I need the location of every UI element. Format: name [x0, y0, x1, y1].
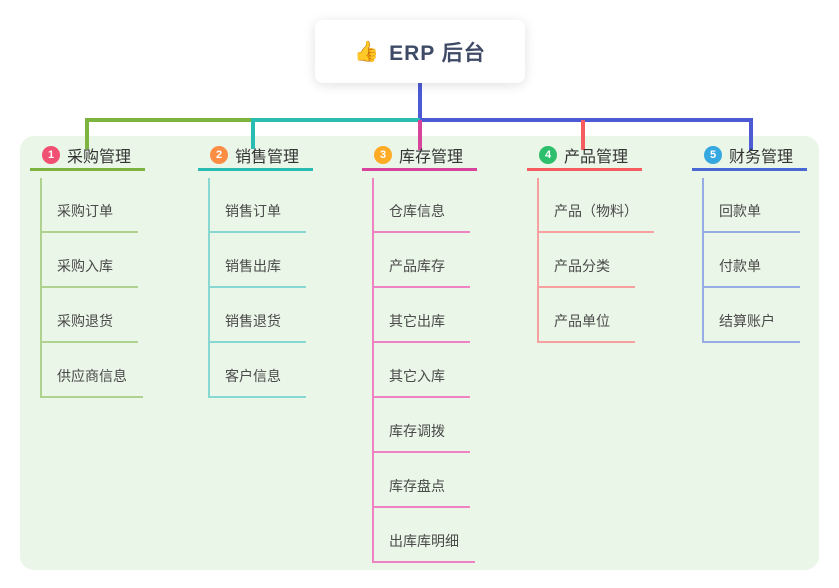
child-node: 销售退货 [210, 288, 306, 343]
child-node: 采购订单 [42, 178, 138, 233]
root-vertical-connector [418, 83, 422, 120]
child-label: 回款单 [719, 203, 761, 219]
child-node: 回款单 [704, 178, 800, 233]
branch-1-header: 1 采购管理 [30, 146, 145, 171]
branch-4-drop-connector [581, 120, 585, 150]
thumbs-up-icon: 👍 [354, 40, 380, 63]
child-label: 采购入库 [57, 258, 113, 274]
child-node: 销售订单 [210, 178, 306, 233]
root-title: ERP 后台 [389, 41, 486, 65]
child-label: 其它入库 [389, 368, 445, 384]
child-node: 产品单位 [539, 288, 635, 343]
trunk-segment-green [85, 118, 253, 122]
child-label: 产品单位 [554, 313, 610, 329]
child-node: 其它出库 [374, 288, 470, 343]
child-label: 产品库存 [389, 258, 445, 274]
child-node: 产品库存 [374, 233, 470, 288]
branch-4-header: 4 产品管理 [527, 146, 642, 171]
child-label: 采购退货 [57, 313, 113, 329]
child-node: 采购入库 [42, 233, 138, 288]
branch-2-title: 销售管理 [235, 149, 300, 166]
child-node: 出库库明细 [374, 508, 475, 563]
child-node: 产品分类 [539, 233, 635, 288]
child-node: 供应商信息 [42, 343, 143, 398]
child-node: 产品（物料） [539, 178, 654, 233]
branch-5-number-badge: 5 [704, 146, 722, 164]
branch-5-drop-connector [749, 118, 753, 151]
mindmap-background-panel [20, 136, 819, 570]
child-label: 出库库明细 [389, 533, 459, 549]
branch-1-children: 采购订单 采购入库 采购退货 供应商信息 [40, 178, 143, 398]
child-label: 其它出库 [389, 313, 445, 329]
branch-3-header: 3 库存管理 [362, 146, 477, 171]
child-label: 仓库信息 [389, 203, 445, 219]
branch-2-number-badge: 2 [210, 146, 228, 164]
branch-4-title: 产品管理 [564, 149, 629, 166]
child-label: 销售退货 [225, 313, 281, 329]
branch-2-children: 销售订单 销售出库 销售退货 客户信息 [208, 178, 306, 398]
child-label: 产品（物料） [554, 203, 638, 219]
branch-4-number-badge: 4 [539, 146, 557, 164]
child-label: 结算账户 [719, 313, 775, 329]
child-node: 库存盘点 [374, 453, 470, 508]
branch-1-number-badge: 1 [42, 146, 60, 164]
branch-5-title: 财务管理 [729, 149, 794, 166]
child-label: 产品分类 [554, 258, 610, 274]
root-node: 👍 ERP 后台 [315, 20, 525, 83]
branch-2-header: 2 销售管理 [198, 146, 313, 171]
child-node: 仓库信息 [374, 178, 470, 233]
child-node: 结算账户 [704, 288, 800, 343]
child-label: 付款单 [719, 258, 761, 274]
child-label: 采购订单 [57, 203, 113, 219]
trunk-segment-blue [420, 118, 753, 122]
child-label: 供应商信息 [57, 368, 127, 384]
branch-5-children: 回款单 付款单 结算账户 [702, 178, 800, 343]
child-node: 付款单 [704, 233, 800, 288]
child-node: 采购退货 [42, 288, 138, 343]
branch-3-title: 库存管理 [399, 149, 464, 166]
trunk-segment-teal [251, 118, 420, 122]
branch-5-header: 5 财务管理 [692, 146, 807, 171]
branch-4-children: 产品（物料） 产品分类 产品单位 [537, 178, 654, 343]
child-node: 库存调拨 [374, 398, 470, 453]
branch-1-drop-connector [85, 118, 89, 149]
branch-2-drop-connector [251, 118, 255, 149]
child-label: 库存调拨 [389, 423, 445, 439]
child-label: 销售出库 [225, 258, 281, 274]
child-node: 销售出库 [210, 233, 306, 288]
child-node: 客户信息 [210, 343, 306, 398]
branch-3-drop-connector [418, 120, 422, 150]
branch-1-title: 采购管理 [67, 149, 132, 166]
child-node: 其它入库 [374, 343, 470, 398]
child-label: 库存盘点 [389, 478, 445, 494]
child-label: 客户信息 [225, 368, 281, 384]
child-label: 销售订单 [225, 203, 281, 219]
branch-3-children: 仓库信息 产品库存 其它出库 其它入库 库存调拨 库存盘点 出库库明细 [372, 178, 475, 563]
branch-3-number-badge: 3 [374, 146, 392, 164]
